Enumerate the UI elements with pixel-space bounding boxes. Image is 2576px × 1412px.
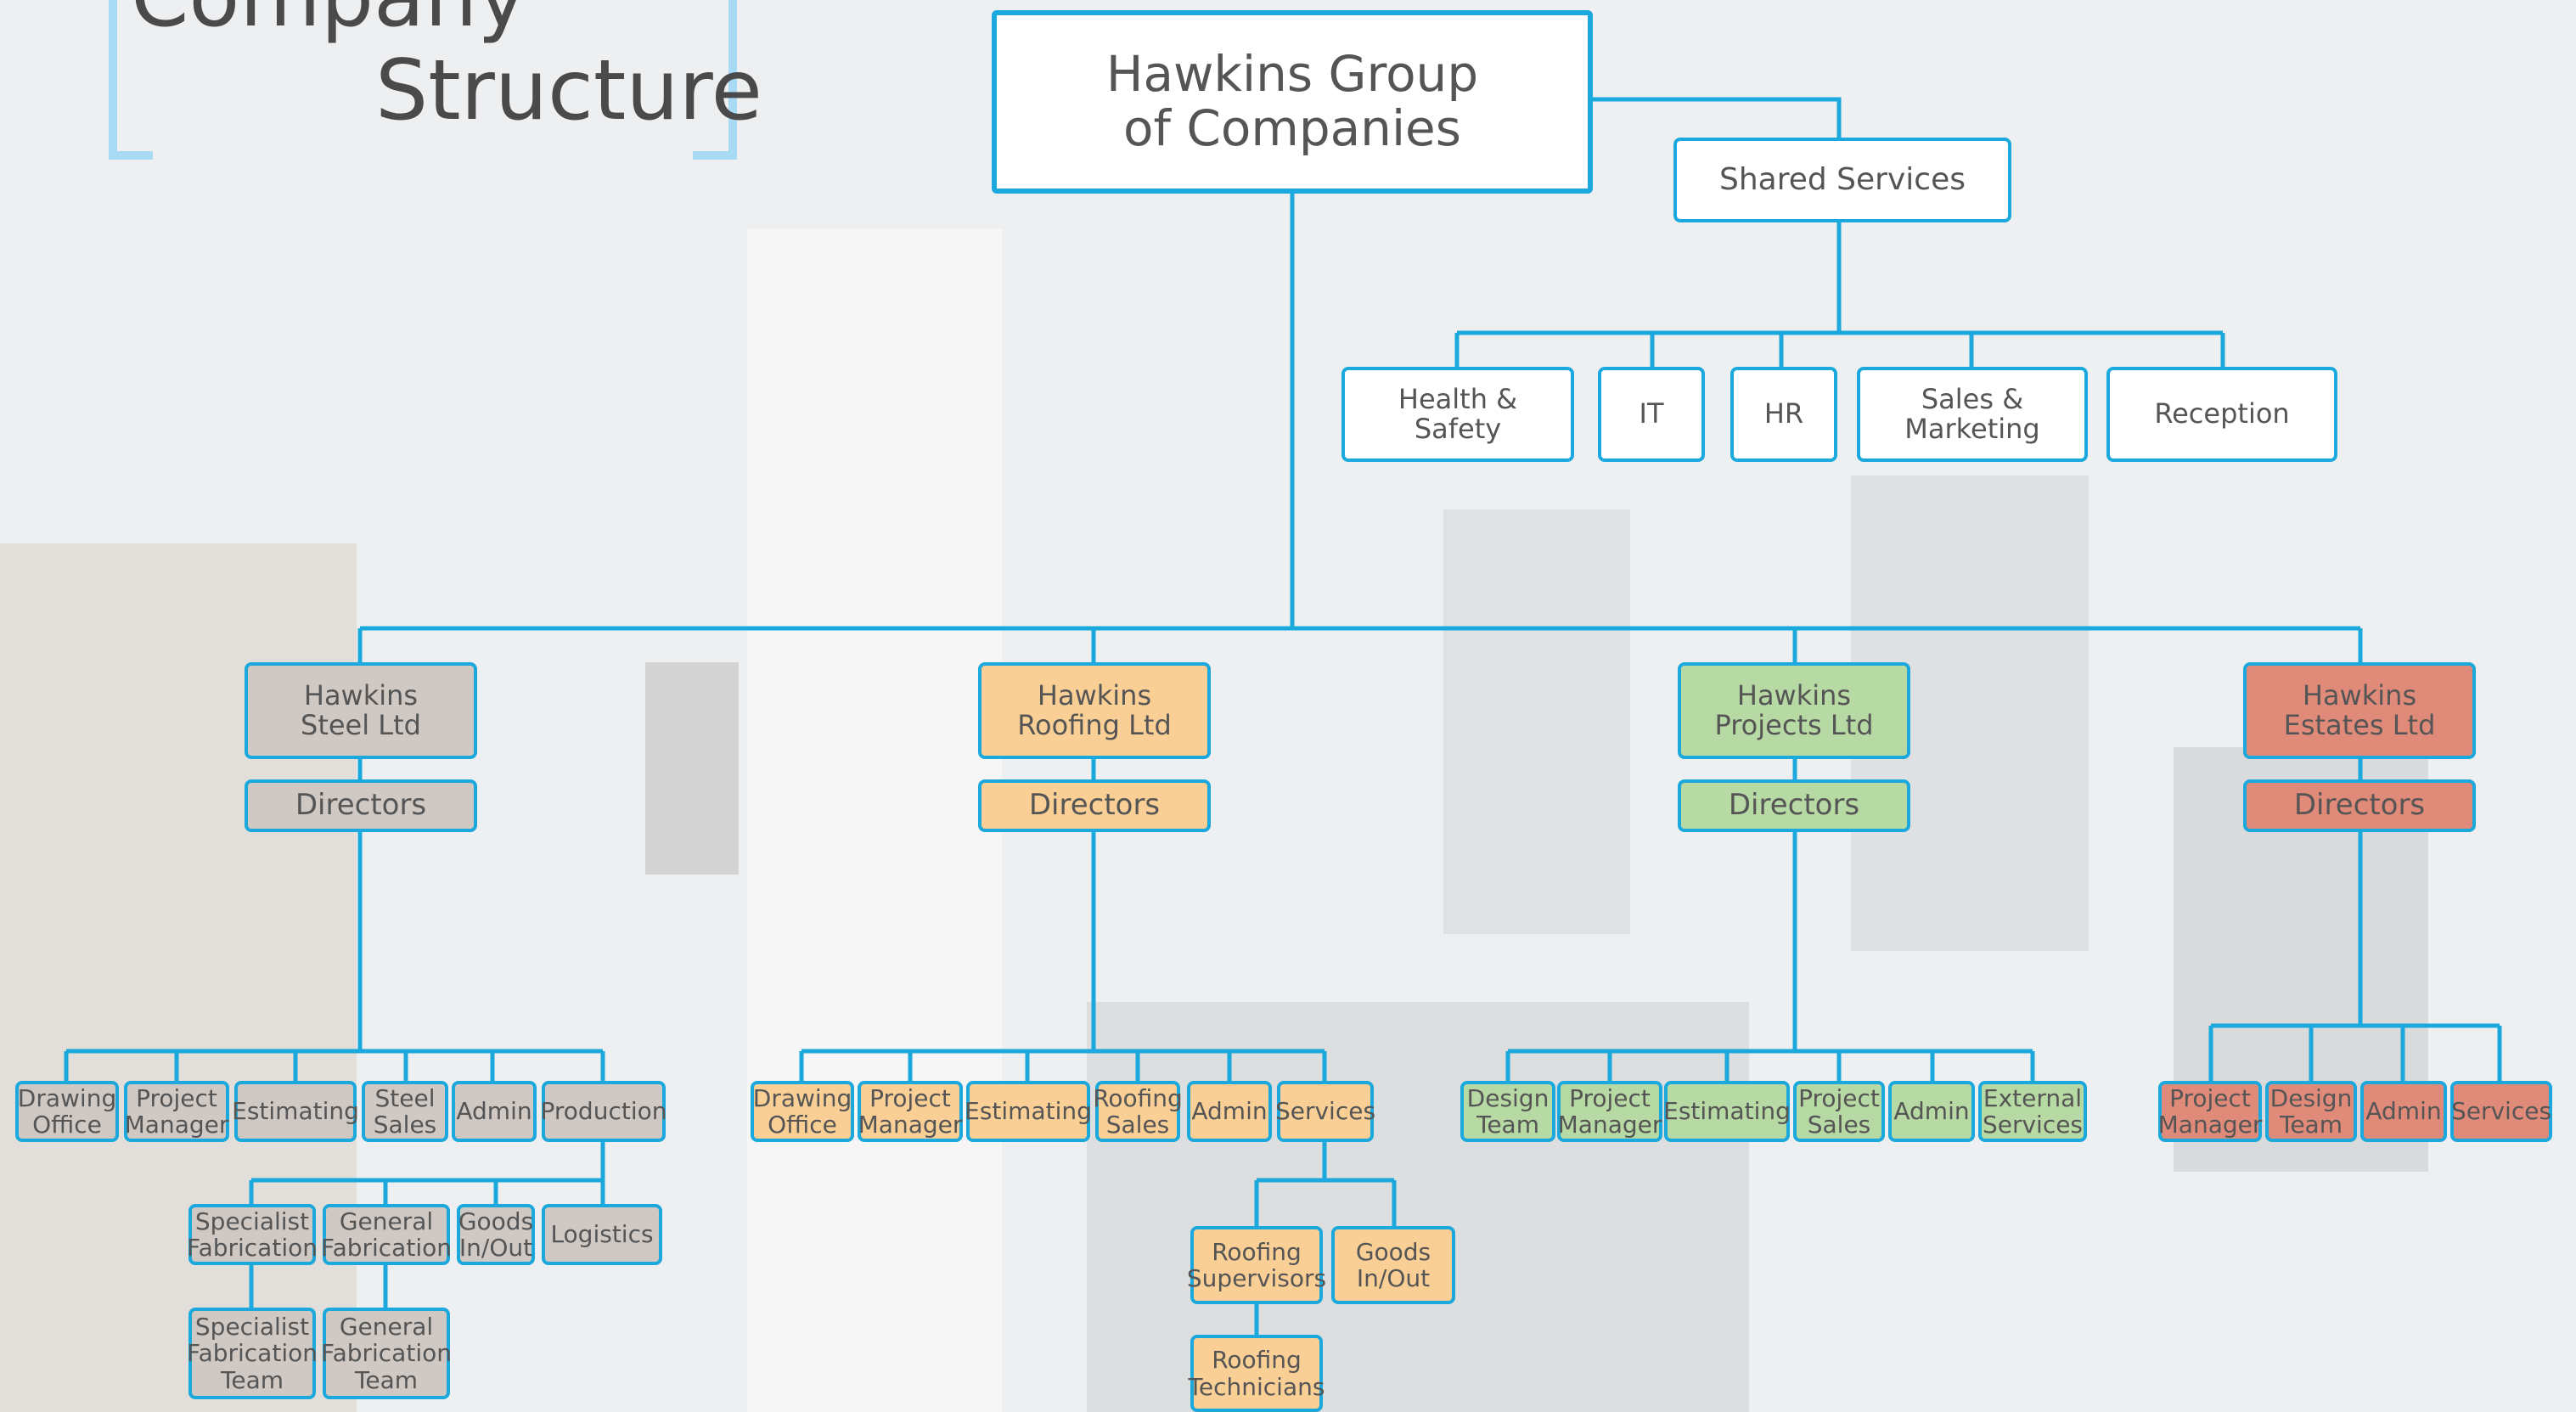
team-label: Roofing Technicians — [1188, 1346, 1325, 1401]
team-label: Goods In/Out — [458, 1207, 534, 1262]
title-line-1: Company — [131, 0, 526, 46]
dept-estates-services: Services — [2450, 1081, 2552, 1142]
company-estates: Hawkins Estates Ltd — [2243, 662, 2476, 759]
dept-label: Project Manager — [858, 1083, 963, 1139]
dept-label: External Services — [1982, 1083, 2084, 1139]
dept-label: Estimating — [1663, 1097, 1791, 1126]
dept-projects-design-team: Design Team — [1460, 1081, 1555, 1142]
team-label: Specialist Fabrication — [187, 1207, 318, 1262]
team-label: General Fabrication — [321, 1207, 452, 1262]
dept-estates-admin: Admin — [2360, 1081, 2447, 1142]
title-bracket-left — [109, 0, 153, 160]
dept-steel-project-manager: Project Manager — [124, 1081, 229, 1142]
team-roofing-goods-in-out: Goods In/Out — [1331, 1226, 1455, 1304]
team-specialist-fabrication: Specialist Fabrication — [187, 1204, 318, 1265]
dept-label: Design Team — [2269, 1083, 2353, 1139]
team-goods-in-out: Goods In/Out — [457, 1204, 535, 1265]
shared-unit-reception: Reception — [2106, 367, 2337, 462]
root-node: Hawkins Group of Companies — [992, 10, 1593, 194]
company-roofing: Hawkins Roofing Ltd — [978, 662, 1211, 759]
shared-unit-it: IT — [1598, 367, 1705, 462]
directors-label: Directors — [1028, 788, 1161, 823]
team-roofing-technicians: Roofing Technicians — [1188, 1335, 1325, 1412]
dept-steel-steel-sales: Steel Sales — [362, 1081, 448, 1142]
dept-steel-drawing-office: Drawing Office — [15, 1081, 119, 1142]
dept-projects-admin: Admin — [1888, 1081, 1975, 1142]
directors-roofing: Directors — [978, 779, 1211, 832]
dept-roofing-roofing-sales: Roofing Sales — [1093, 1081, 1183, 1142]
shared-unit-sales-marketing: Sales & Marketing — [1857, 367, 2088, 462]
team-label: Logistics — [550, 1220, 654, 1249]
team-general-fabrication: General Fabrication — [321, 1204, 452, 1265]
dept-roofing-services: Services — [1274, 1081, 1376, 1142]
shared-unit-hr: HR — [1730, 367, 1837, 462]
dept-label: Production — [540, 1097, 667, 1126]
shared-unit-label: Reception — [2154, 397, 2290, 430]
dept-label: Project Manager — [124, 1083, 229, 1139]
team-label: General Fabrication Team — [321, 1312, 452, 1394]
team-label: Specialist Fabrication Team — [187, 1312, 318, 1394]
directors-steel: Directors — [245, 779, 477, 832]
dept-projects-project-sales: Project Sales — [1793, 1081, 1885, 1142]
directors-projects: Directors — [1678, 779, 1910, 832]
dept-estates-design-team: Design Team — [2265, 1081, 2357, 1142]
diagram-title: Company Structure — [109, 0, 762, 160]
team-logistics: Logistics — [542, 1204, 662, 1265]
company-label: Hawkins Steel Ltd — [301, 678, 421, 741]
dept-label: Drawing Office — [752, 1083, 852, 1139]
dept-label: Design Team — [1466, 1083, 1550, 1139]
team-specialist-fabrication-team: Specialist Fabrication Team — [187, 1308, 318, 1399]
company-label: Hawkins Estates Ltd — [2283, 678, 2436, 741]
dept-roofing-admin: Admin — [1187, 1081, 1272, 1142]
directors-label: Directors — [1728, 788, 1860, 823]
dept-steel-estimating: Estimating — [232, 1081, 359, 1142]
company-steel: Hawkins Steel Ltd — [245, 662, 477, 759]
dept-label: Estimating — [965, 1097, 1092, 1126]
directors-label: Directors — [295, 788, 427, 823]
team-roofing-supervisors: Roofing Supervisors — [1186, 1226, 1327, 1304]
dept-label: Admin — [1893, 1097, 1970, 1126]
shared-unit-label: Health & Safety — [1398, 382, 1518, 445]
dept-label: Project Manager — [1557, 1083, 1662, 1139]
dept-estates-project-manager: Project Manager — [2158, 1081, 2262, 1142]
dept-label: Project Sales — [1798, 1083, 1880, 1139]
dept-label: Admin — [456, 1097, 532, 1126]
dept-label: Steel Sales — [373, 1083, 437, 1139]
dept-label: Services — [1274, 1097, 1376, 1126]
dept-roofing-estimating: Estimating — [965, 1081, 1092, 1142]
dept-label: Project Manager — [2157, 1083, 2263, 1139]
team-label: Roofing Supervisors — [1186, 1237, 1327, 1292]
team-general-fabrication-team: General Fabrication Team — [321, 1308, 452, 1399]
dept-label: Estimating — [232, 1097, 359, 1126]
directors-label: Directors — [2293, 788, 2426, 823]
shared-unit-health-safety: Health & Safety — [1341, 367, 1574, 462]
dept-steel-production: Production — [540, 1081, 667, 1142]
shared-services-label: Shared Services — [1719, 162, 1966, 198]
shared-unit-label: HR — [1763, 397, 1804, 430]
dept-label: Roofing Sales — [1093, 1083, 1183, 1139]
dept-roofing-project-manager: Project Manager — [858, 1081, 963, 1142]
dept-projects-estimating: Estimating — [1663, 1081, 1791, 1142]
dept-roofing-drawing-office: Drawing Office — [751, 1081, 854, 1142]
dept-projects-project-manager: Project Manager — [1557, 1081, 1662, 1142]
shared-services-node: Shared Services — [1673, 138, 2011, 222]
company-label: Hawkins Projects Ltd — [1714, 678, 1874, 741]
title-line-2: Structure — [375, 42, 762, 139]
team-label: Goods In/Out — [1355, 1237, 1431, 1292]
company-projects: Hawkins Projects Ltd — [1678, 662, 1910, 759]
dept-label: Admin — [1191, 1097, 1268, 1126]
directors-estates: Directors — [2243, 779, 2476, 832]
shared-unit-label: Sales & Marketing — [1904, 382, 2040, 445]
company-label: Hawkins Roofing Ltd — [1017, 678, 1172, 741]
dept-label: Drawing Office — [17, 1083, 117, 1139]
dept-projects-external-services: External Services — [1978, 1081, 2087, 1142]
dept-label: Services — [2450, 1097, 2552, 1126]
root-label: Hawkins Group of Companies — [1105, 45, 1479, 157]
dept-steel-admin: Admin — [452, 1081, 537, 1142]
shared-unit-label: IT — [1639, 397, 1664, 430]
dept-label: Admin — [2365, 1097, 2442, 1126]
title-bracket-right — [693, 0, 737, 160]
